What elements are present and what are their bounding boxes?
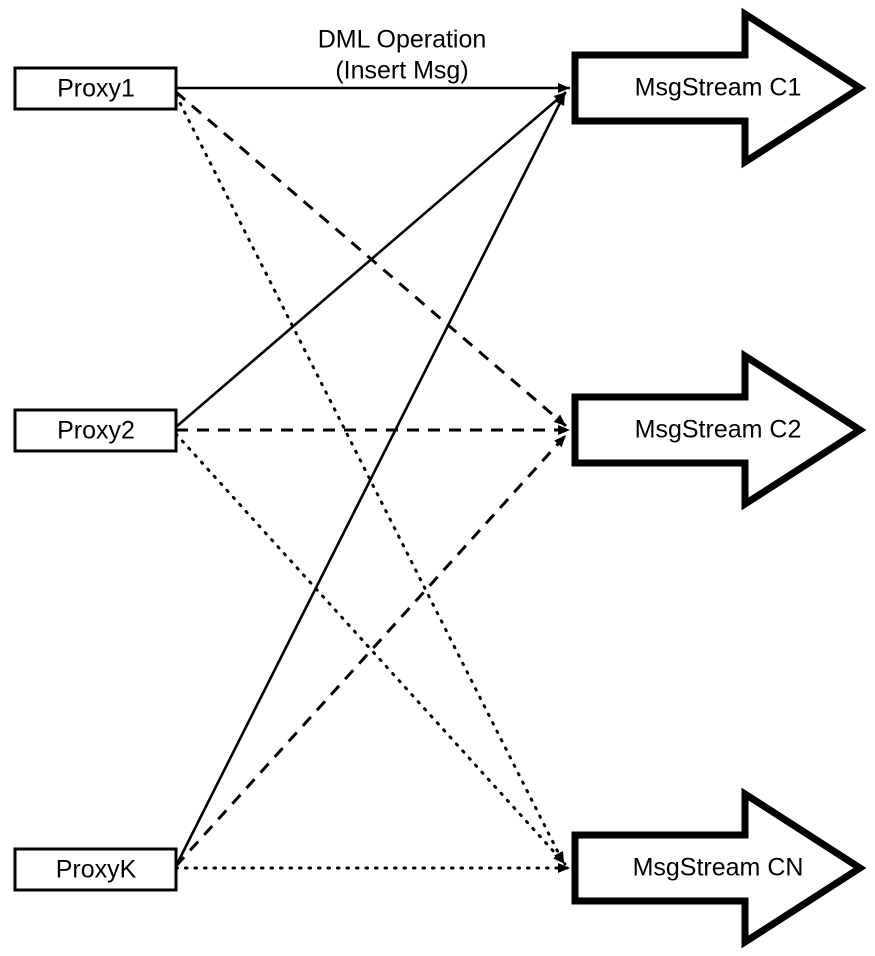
connection-proxyk-to-stream-c2[interactable]: [174, 433, 568, 868]
stream-node-c1[interactable]: MsgStream C1: [571, 7, 867, 169]
proxyk-box[interactable]: [13, 847, 178, 892]
connection-group-proxy2: [174, 91, 570, 866]
stream-c2-arrow-shape[interactable]: [571, 349, 867, 511]
connection-proxyk-to-stream-c1[interactable]: [174, 92, 567, 867]
connection-proxy1-to-stream-cn[interactable]: [174, 93, 566, 866]
proxy2-label: Proxy2: [57, 417, 135, 445]
connection-proxy2-to-stream-cn[interactable]: [174, 432, 567, 866]
stream-c2-label: MsgStream C2: [635, 416, 802, 444]
stream-c1-label: MsgStream C1: [635, 74, 802, 102]
stream-c1-arrow-shape[interactable]: [571, 7, 867, 169]
stream-cn-arrow-shape[interactable]: [571, 787, 867, 949]
proxy1-box[interactable]: [13, 66, 178, 111]
connection-group-proxyk: [174, 92, 572, 873]
proxy-node-proxy1[interactable]: Proxy1: [13, 66, 178, 111]
edge-label-dml-operation: DML Operation (Insert Msg): [318, 26, 487, 85]
connection-proxy2-to-stream-c1[interactable]: [175, 91, 567, 428]
stream-node-c2[interactable]: MsgStream C2: [571, 349, 867, 511]
proxy1-label: Proxy1: [57, 75, 135, 103]
proxyk-label: ProxyK: [56, 856, 137, 884]
proxy-node-proxyk[interactable]: ProxyK: [13, 847, 178, 892]
edge-label-line2: (Insert Msg): [335, 57, 468, 85]
stream-cn-label: MsgStream CN: [633, 854, 804, 882]
proxy2-box[interactable]: [13, 408, 178, 453]
edge-label-line1: DML Operation: [318, 26, 487, 54]
stream-node-cn[interactable]: MsgStream CN: [571, 787, 867, 949]
proxy-node-proxy2[interactable]: Proxy2: [13, 408, 178, 453]
